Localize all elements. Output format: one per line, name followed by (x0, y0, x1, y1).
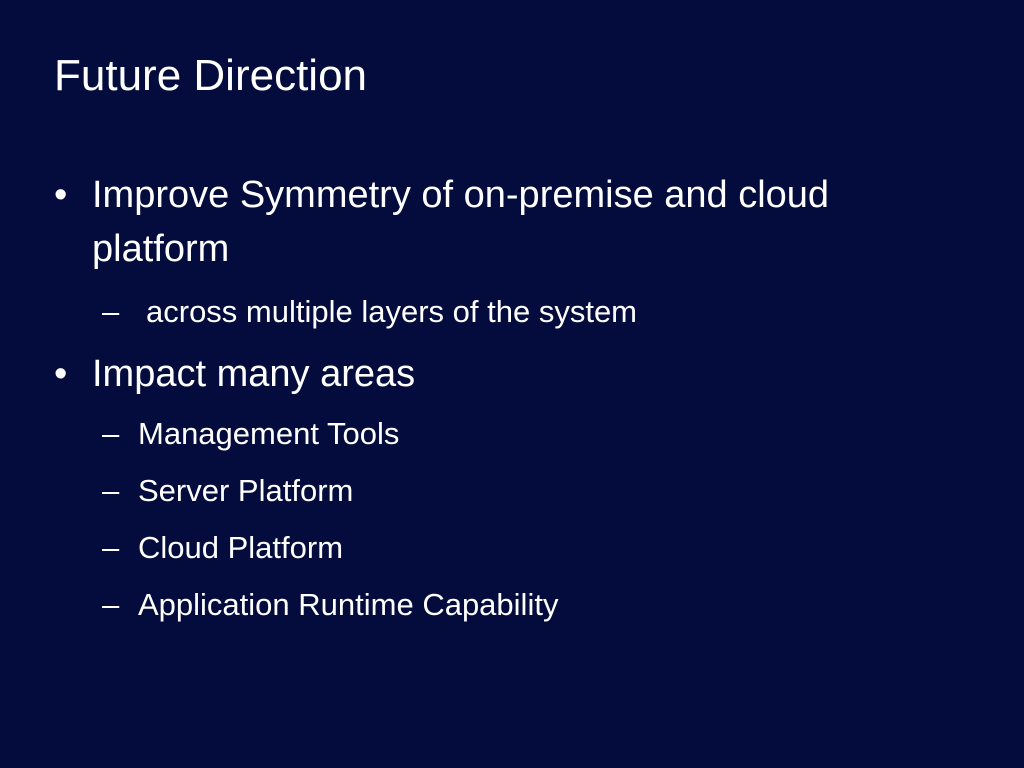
sub-point-text: Server Platform (138, 473, 354, 508)
bullet-point-impact: • Impact many areas (54, 347, 934, 401)
sub-point-management-tools: –Management Tools (102, 414, 922, 454)
bullet-icon: • (54, 174, 68, 216)
slide-title: Future Direction (54, 51, 368, 100)
dash-icon: – (102, 587, 120, 622)
bullet-icon: • (54, 353, 68, 395)
sub-point-server-platform: –Server Platform (102, 471, 922, 511)
sub-point-layers: –across multiple layers of the system (102, 292, 922, 332)
dash-icon: – (102, 530, 120, 565)
sub-point-cloud-platform: –Cloud Platform (102, 528, 922, 568)
dash-icon: – (102, 294, 120, 329)
dash-icon: – (102, 416, 120, 451)
sub-point-text: across multiple layers of the system (146, 294, 638, 329)
sub-point-application-runtime: –Application Runtime Capability (102, 585, 922, 625)
sub-point-text: Management Tools (138, 416, 400, 451)
bullet-point-symmetry: • Improve Symmetry of on-premise and clo… (54, 168, 934, 276)
sub-point-text: Cloud Platform (138, 530, 344, 565)
dash-icon: – (102, 473, 120, 508)
sub-point-text: Application Runtime Capability (138, 587, 559, 622)
bullet-text: Improve Symmetry of on-premise and cloud… (92, 174, 830, 270)
bullet-text: Impact many areas (92, 353, 416, 395)
